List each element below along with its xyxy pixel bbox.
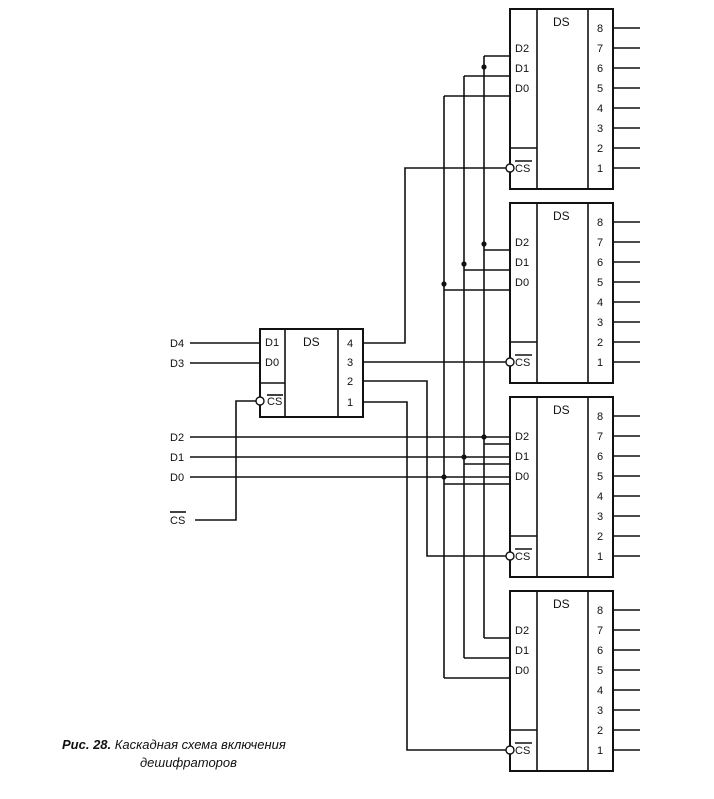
- sub-decoder-output-label: 6: [597, 257, 603, 269]
- sub-decoder-output-label: 4: [597, 297, 603, 309]
- cs-input-label: CS: [170, 515, 185, 527]
- bus-junction-dot: [461, 454, 467, 460]
- sub-decoder-cs-bubble: [505, 551, 515, 561]
- sub-decoder-output-label: 2: [597, 143, 603, 155]
- main-decoder-box: [259, 328, 364, 418]
- sub-decoder-output-label: 2: [597, 531, 603, 543]
- main-input-label: D4: [170, 338, 184, 350]
- bus-junction-dot: [481, 434, 487, 440]
- main-output-4-wire: [363, 167, 506, 344]
- main-decoder-output-label: 3: [347, 357, 353, 369]
- sub-decoder-input-label: D1: [515, 451, 529, 463]
- caption-line-2: дешифраторов: [140, 755, 237, 770]
- main-decoder-output-label: 4: [347, 338, 353, 350]
- bus-junction-dot: [481, 64, 487, 70]
- main-decoder-cs-bubble: [255, 396, 265, 406]
- main-decoder-output-label: 2: [347, 376, 353, 388]
- sub-decoder-output-label: 4: [597, 685, 603, 697]
- sub-decoder-cs-label: CS: [515, 745, 530, 757]
- sub-decoder-output-label: 5: [597, 83, 603, 95]
- sub-decoder-output-label: 2: [597, 337, 603, 349]
- sub-decoder-output-label: 8: [597, 217, 603, 229]
- cs-input-wire: [195, 400, 256, 521]
- bus-junction-dot: [441, 474, 447, 480]
- sub-decoder-output-label: 4: [597, 491, 603, 503]
- sub-decoder-cs-label: CS: [515, 551, 530, 563]
- sub-decoder-output-label: 1: [597, 551, 603, 563]
- sub-decoder-title: DS: [553, 597, 570, 611]
- sub-decoder-input-label: D1: [515, 257, 529, 269]
- caption-line-1: Каскадная схема включения: [114, 737, 286, 752]
- pin-labels: DSD1D0CS4321D4D3DSD2D1D0CS87654321DSD2D1…: [170, 15, 603, 757]
- sub-decoder-output-label: 3: [597, 511, 603, 523]
- sub-decoder-input-label: D2: [515, 431, 529, 443]
- sub-decoder-output-label: 7: [597, 625, 603, 637]
- sub-decoder-output-label: 8: [597, 411, 603, 423]
- sub-decoder-output-label: 7: [597, 431, 603, 443]
- sub-decoder-output-label: 1: [597, 163, 603, 175]
- sub-decoder-title: DS: [553, 15, 570, 29]
- main-decoder-output-label: 1: [347, 397, 353, 409]
- sub-decoder-output-label: 7: [597, 43, 603, 55]
- sub-decoder-output-label: 6: [597, 451, 603, 463]
- main-decoder-title: DS: [303, 335, 320, 349]
- sub-decoder-input-label: D2: [515, 43, 529, 55]
- main-output-1-wire: [363, 401, 506, 751]
- sub-decoder-output-label: 3: [597, 705, 603, 717]
- sub-decoder-output-label: 5: [597, 471, 603, 483]
- bus-input-label: D2: [170, 432, 184, 444]
- sub-decoder-output-label: 3: [597, 317, 603, 329]
- sub-decoder-input-label: D0: [515, 277, 529, 289]
- sub-decoder-cs-bubble: [505, 745, 515, 755]
- sub-decoder-cs-bubble: [505, 357, 515, 367]
- sub-decoder-title: DS: [553, 403, 570, 417]
- sub-decoder-title: DS: [553, 209, 570, 223]
- main-output-2-wire: [363, 380, 506, 557]
- sub-decoder-input-label: D0: [515, 83, 529, 95]
- sub-decoder-cs-bubble: [505, 163, 515, 173]
- sub-decoder-cs-label: CS: [515, 163, 530, 175]
- main-decoder-input-label: D0: [265, 357, 279, 369]
- sub-decoder-output-label: 2: [597, 725, 603, 737]
- sub-decoder-input-label: D2: [515, 625, 529, 637]
- sub-decoder-box: [509, 590, 614, 772]
- bus-input-label: D0: [170, 472, 184, 484]
- sub-decoder-output-label: 1: [597, 745, 603, 757]
- wires: [190, 27, 640, 751]
- sub-decoder-input-label: D0: [515, 471, 529, 483]
- figure-number: Рис. 28.: [62, 737, 112, 752]
- sub-decoder-box: [509, 8, 614, 190]
- sub-decoder-box: [509, 396, 614, 578]
- main-decoder-input-label: D1: [265, 337, 279, 349]
- junction-dots: [441, 64, 487, 480]
- bus-junction-dot: [441, 281, 447, 287]
- sub-decoder-output-label: 1: [597, 357, 603, 369]
- decoder-blocks: [255, 8, 614, 772]
- bus-junction-dot: [461, 261, 467, 267]
- sub-decoder-output-label: 3: [597, 123, 603, 135]
- sub-decoder-input-label: D1: [515, 645, 529, 657]
- sub-decoder-output-label: 8: [597, 605, 603, 617]
- sub-decoder-cs-label: CS: [515, 357, 530, 369]
- figure-caption: Рис. 28. Каскадная схема включения дешиф…: [62, 736, 286, 772]
- sub-decoder-output-label: 8: [597, 23, 603, 35]
- main-decoder-cs-label: CS: [267, 396, 282, 408]
- sub-decoder-output-label: 4: [597, 103, 603, 115]
- sub-decoder-output-label: 6: [597, 645, 603, 657]
- bus-junction-dot: [481, 241, 487, 247]
- sub-decoder-output-label: 6: [597, 63, 603, 75]
- sub-decoder-output-label: 7: [597, 237, 603, 249]
- bus-input-label: D1: [170, 452, 184, 464]
- sub-decoder-box: [509, 202, 614, 384]
- sub-decoder-output-label: 5: [597, 277, 603, 289]
- main-input-label: D3: [170, 358, 184, 370]
- sub-decoder-output-label: 5: [597, 665, 603, 677]
- sub-decoder-input-label: D2: [515, 237, 529, 249]
- sub-decoder-input-label: D0: [515, 665, 529, 677]
- sub-decoder-input-label: D1: [515, 63, 529, 75]
